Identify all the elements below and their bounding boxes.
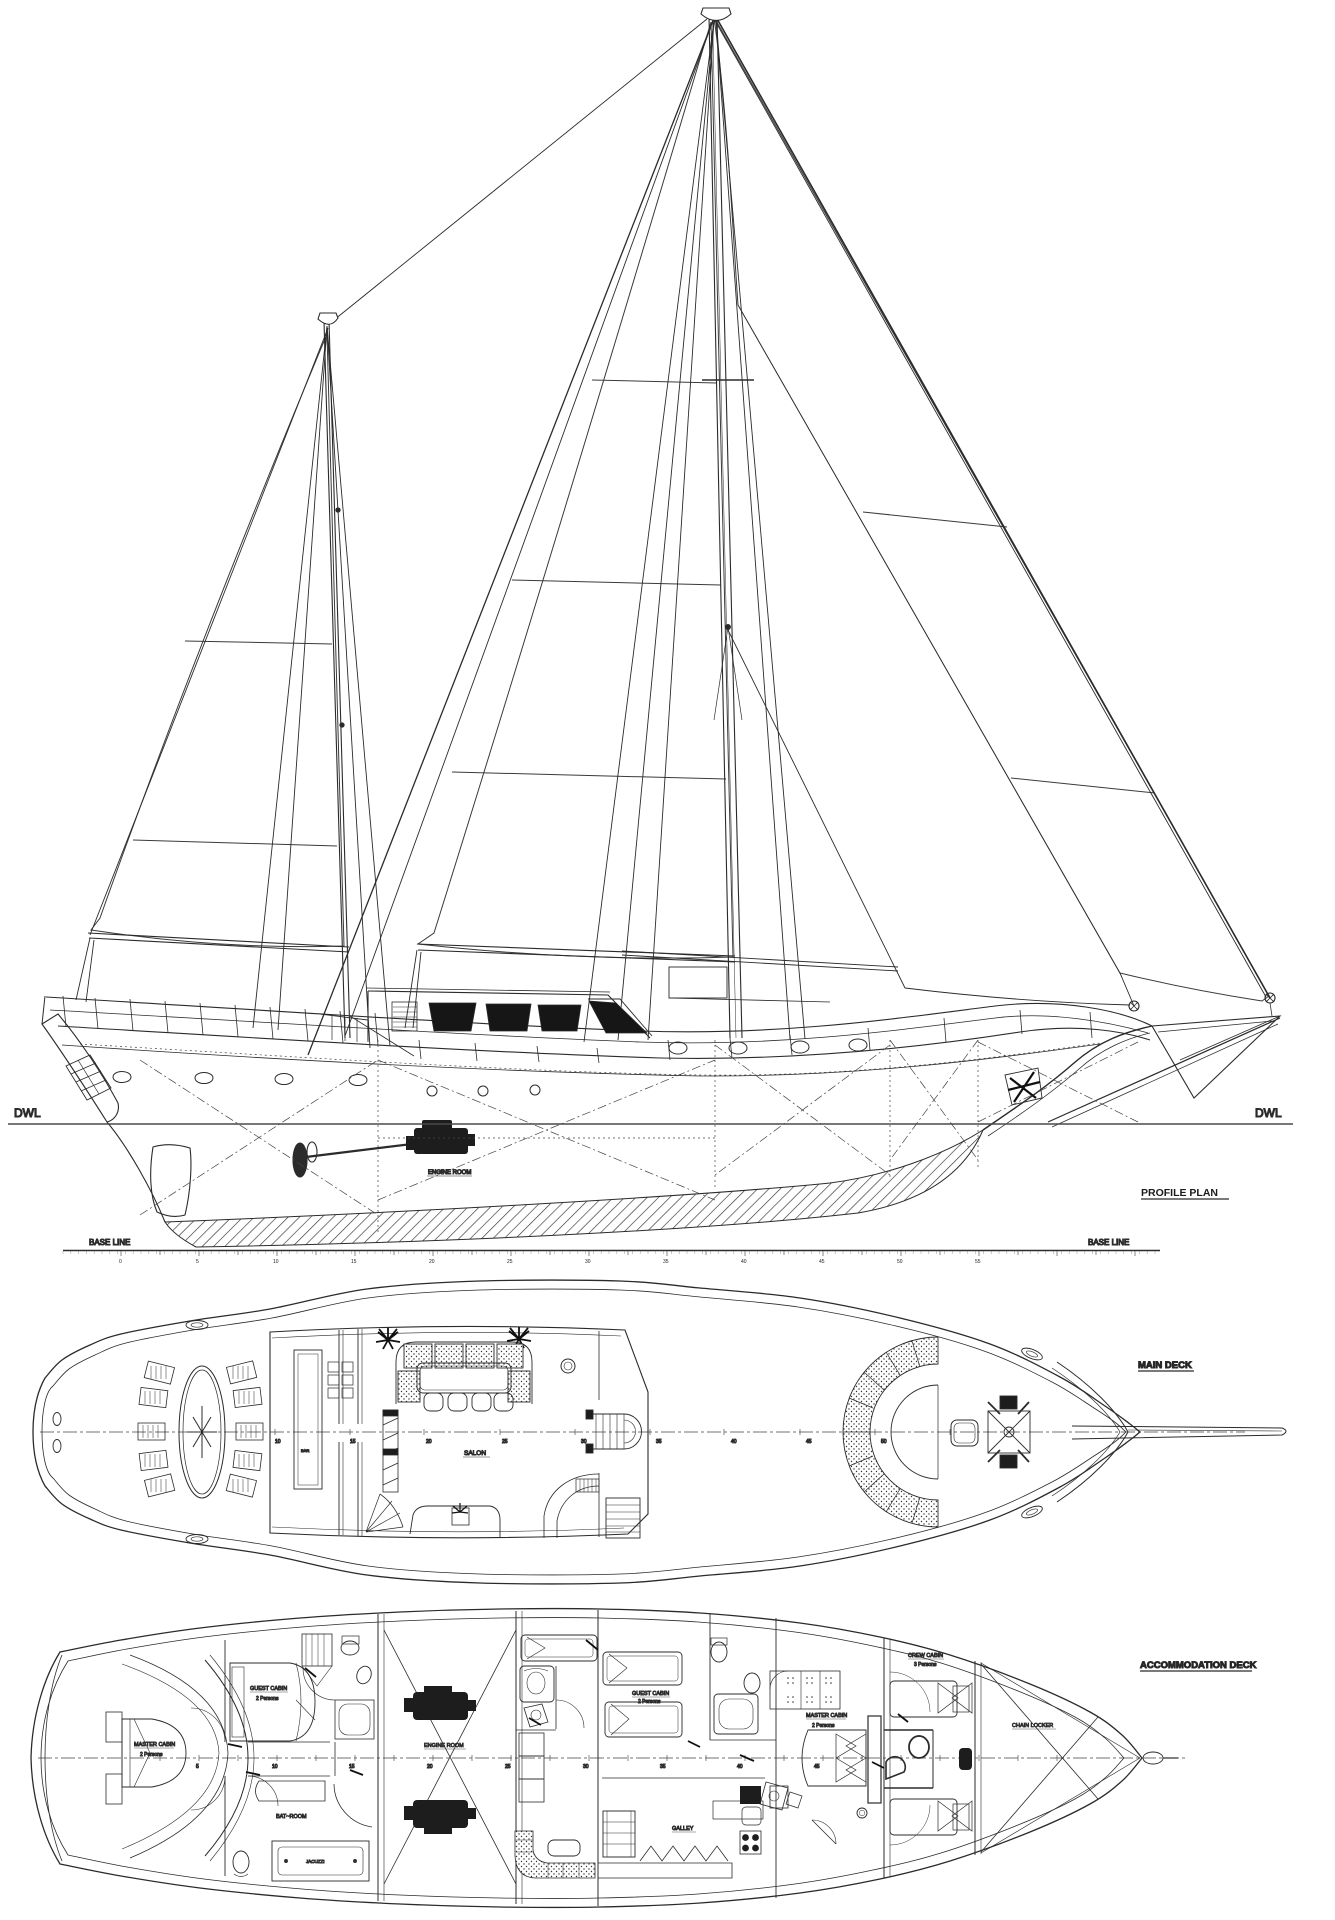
svg-text:35: 35 [660, 1764, 666, 1770]
svg-text:30: 30 [581, 1439, 587, 1445]
svg-text:GUEST CABIN: GUEST CABIN [250, 1686, 287, 1692]
svg-text:15: 15 [349, 1764, 355, 1770]
svg-text:2 Persons: 2 Persons [140, 1752, 163, 1758]
svg-text:SALON: SALON [464, 1450, 486, 1457]
svg-text:15: 15 [350, 1439, 356, 1445]
svg-text:50: 50 [881, 1439, 887, 1445]
svg-text:10: 10 [275, 1439, 281, 1445]
svg-text:45: 45 [819, 1259, 825, 1265]
svg-text:DWL: DWL [1255, 1106, 1282, 1120]
svg-text:BAT~ROOM: BAT~ROOM [276, 1814, 307, 1820]
svg-text:40: 40 [737, 1764, 743, 1770]
svg-text:JACUZZI: JACUZZI [306, 1859, 325, 1864]
svg-text:40: 40 [731, 1439, 737, 1445]
svg-text:20: 20 [429, 1259, 435, 1265]
svg-text:2 Persons: 2 Persons [638, 1699, 661, 1705]
svg-text:40: 40 [741, 1259, 747, 1265]
svg-text:10: 10 [272, 1764, 278, 1770]
svg-text:GUEST CABIN: GUEST CABIN [632, 1691, 669, 1697]
svg-text:55: 55 [975, 1259, 981, 1265]
svg-text:MASTER CABIN: MASTER CABIN [806, 1713, 847, 1719]
svg-text:PROFILE PLAN: PROFILE PLAN [1141, 1187, 1218, 1199]
svg-text:5: 5 [196, 1764, 199, 1770]
svg-text:MASTER CABIN: MASTER CABIN [134, 1742, 175, 1748]
svg-text:DWL: DWL [14, 1106, 41, 1120]
svg-text:45: 45 [806, 1439, 812, 1445]
svg-text:BASE LINE: BASE LINE [1088, 1238, 1129, 1247]
svg-text:5: 5 [196, 1259, 199, 1265]
svg-text:0: 0 [119, 1259, 122, 1265]
svg-text:50: 50 [897, 1259, 903, 1265]
svg-text:35: 35 [663, 1259, 669, 1265]
svg-text:15: 15 [351, 1259, 357, 1265]
svg-text:20: 20 [427, 1764, 433, 1770]
svg-text:25: 25 [502, 1439, 508, 1445]
svg-text:30: 30 [585, 1259, 591, 1265]
svg-text:45: 45 [814, 1764, 820, 1770]
svg-text:MAIN DECK: MAIN DECK [1138, 1360, 1192, 1371]
svg-text:30: 30 [583, 1764, 589, 1770]
svg-text:10: 10 [273, 1259, 279, 1265]
svg-text:ENGINE ROOM: ENGINE ROOM [424, 1743, 464, 1749]
svg-text:25: 25 [507, 1259, 513, 1265]
svg-text:3 Persons: 3 Persons [914, 1662, 937, 1668]
svg-text:ENGINE ROOM: ENGINE ROOM [428, 1170, 471, 1176]
svg-text:GALLEY: GALLEY [672, 1826, 694, 1832]
svg-text:CHAIN LOCKER: CHAIN LOCKER [1012, 1723, 1053, 1729]
svg-text:20: 20 [426, 1439, 432, 1445]
svg-text:BAR: BAR [301, 1448, 309, 1453]
svg-text:2 Persons: 2 Persons [812, 1723, 835, 1729]
svg-text:35: 35 [656, 1439, 662, 1445]
svg-text:2 Persons: 2 Persons [256, 1696, 279, 1702]
svg-text:BASE LINE: BASE LINE [89, 1238, 130, 1247]
svg-text:25: 25 [505, 1764, 511, 1770]
svg-text:ACCOMMODATION DECK: ACCOMMODATION DECK [1140, 1660, 1257, 1671]
svg-text:CREW CABIN: CREW CABIN [908, 1653, 943, 1659]
